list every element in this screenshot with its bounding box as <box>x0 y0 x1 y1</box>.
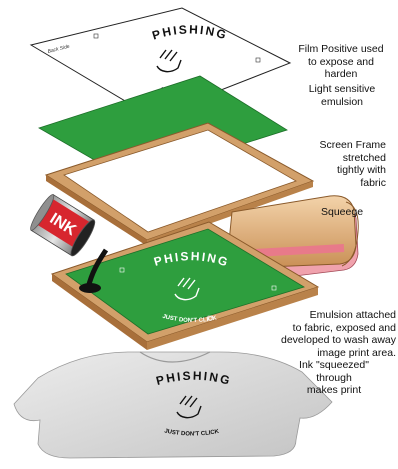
film-positive-label: Film Positive used to expose and harden <box>286 43 396 81</box>
squeegee-label: Squeege <box>321 206 391 219</box>
emulsion-attached-label: Emulsion attached to fabric, exposed and… <box>262 309 396 359</box>
t-shirt: PHISHING JUST DON'T CLICK <box>14 352 332 458</box>
ink-through-label: Ink "squeezed" through makes print <box>288 359 380 397</box>
emulsion-label: Light sensitive emulsion <box>290 83 394 108</box>
screen-frame-label: Screen Frame stretched tightly with fabr… <box>290 139 386 189</box>
